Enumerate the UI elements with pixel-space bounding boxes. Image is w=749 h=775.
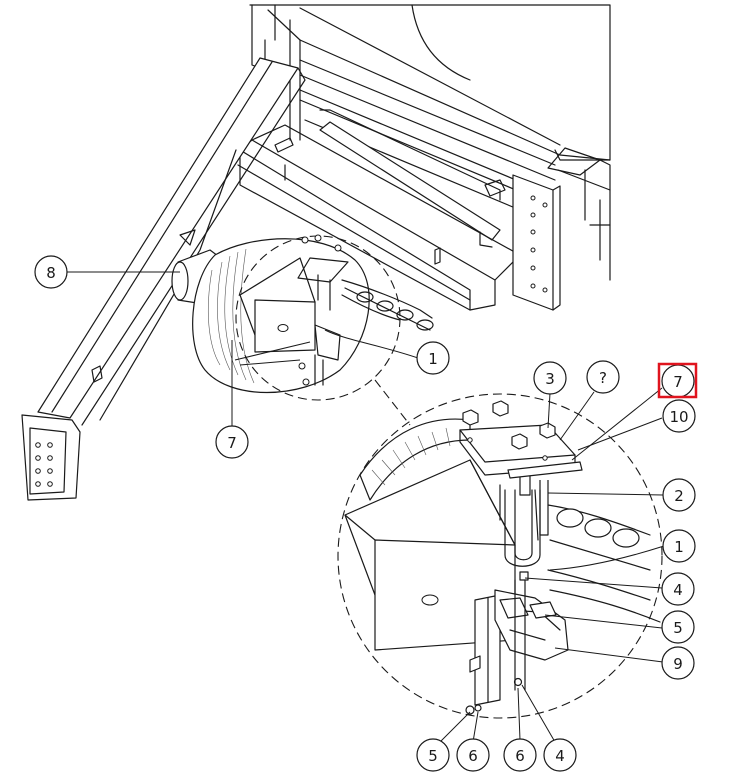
callout-label: 9: [673, 655, 683, 673]
callout-circle: [661, 572, 695, 606]
callout-label: 7: [673, 373, 683, 391]
callout-label: ?: [599, 369, 607, 387]
callout-circle: [662, 399, 696, 433]
callout-circle: [533, 361, 567, 395]
callout-8: 8: [34, 255, 68, 289]
callout-7-highlight: 7: [661, 364, 695, 398]
callout-7-lower: 7: [215, 425, 249, 459]
callout-4-right: 4: [661, 572, 695, 606]
callout-circle: [586, 360, 620, 394]
diagonal-boom: [21, 57, 306, 501]
callout-3: 3: [533, 361, 567, 395]
callout-label: 5: [673, 619, 683, 637]
callout-label: 1: [428, 350, 438, 368]
callout-circle: [661, 610, 695, 644]
callout-2: 2: [662, 478, 696, 512]
callout-label: 2: [674, 487, 684, 505]
callout-label: 4: [555, 747, 565, 765]
callout-label: 6: [515, 747, 525, 765]
callout-1-detail: 1: [662, 529, 696, 563]
callout-label: 8: [46, 264, 56, 282]
callout-5-bottom: 5: [416, 738, 450, 772]
highlight-box: [657, 362, 698, 399]
callout-9: 9: [661, 646, 695, 680]
leader-lines: [67, 271, 665, 743]
callout-label: 5: [428, 747, 438, 765]
callout-label: 4: [673, 581, 683, 599]
callout-circle: [416, 738, 450, 772]
callout-circle: [662, 529, 696, 563]
hopper-frame: [237, 4, 611, 311]
callout-label: 7: [227, 434, 237, 452]
callout-circle: [416, 341, 450, 375]
callout-label: 10: [669, 408, 688, 426]
callout-circle: [543, 738, 577, 772]
callout-10: 10: [662, 399, 696, 433]
callout-circle: [215, 425, 249, 459]
callout-6-a: 6: [456, 738, 490, 772]
callout-1-upper: 1: [416, 341, 450, 375]
detail-view: [337, 379, 663, 719]
callouts: 8 1 7 3? 7 10 2 1 4 5 9 5 6 6 4: [34, 255, 696, 772]
callout-circle: [34, 255, 68, 289]
callout-6-b: 6: [503, 738, 537, 772]
callout-4-bottom: 4: [543, 738, 577, 772]
callout-label: 3: [545, 370, 555, 388]
callout-circle: [456, 738, 490, 772]
callout-circle: [661, 646, 695, 680]
callout-label: 6: [468, 747, 478, 765]
callout-circle: [662, 478, 696, 512]
upper-spinner-assembly: [171, 234, 434, 401]
callout-circle: [503, 738, 537, 772]
callout-q: ?: [586, 360, 620, 394]
callout-label: 1: [674, 538, 684, 556]
callout-5-right: 5: [661, 610, 695, 644]
